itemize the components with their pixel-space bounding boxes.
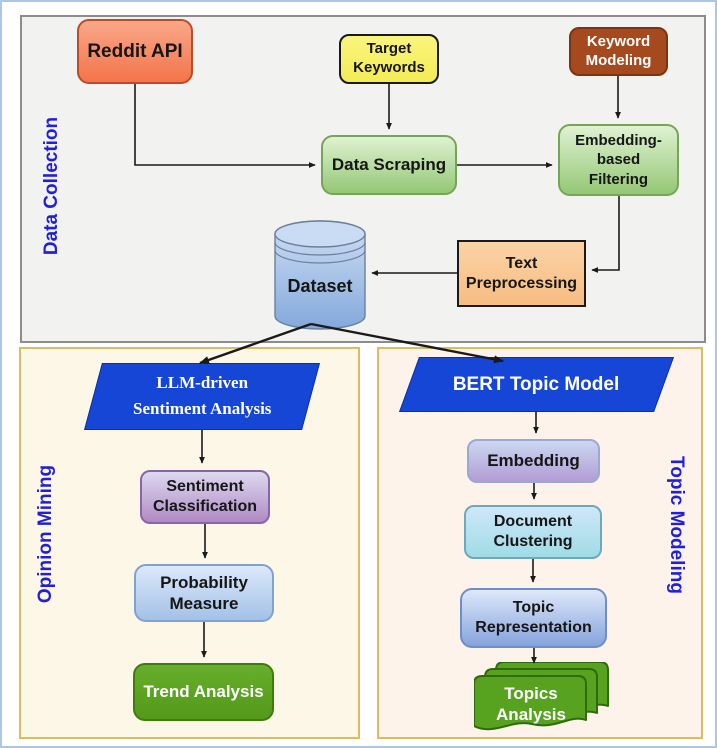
topics-analysis-label: Topics Analysis	[496, 683, 566, 724]
node-keyword-modeling: Keyword Modeling	[569, 27, 668, 76]
node-topic-representation: Topic Representation	[460, 588, 607, 648]
node-dataset: Dataset	[274, 220, 366, 330]
node-embedding-based-filtering: Embedding- based Filtering	[558, 124, 679, 196]
llm-sentiment-label: LLM-driven Sentiment Analysis	[132, 373, 272, 419]
database-cylinder-icon	[274, 220, 366, 330]
data-collection-label: Data Collection	[41, 116, 62, 256]
dataset-label: Dataset	[287, 276, 353, 296]
node-target-keywords: Target Keywords	[339, 34, 439, 84]
node-document-clustering: Document Clustering	[464, 505, 602, 559]
opinion-mining-label: Opinion Mining	[35, 464, 56, 604]
node-topics-analysis	[473, 661, 616, 740]
node-probability-measure: Probability Measure	[134, 564, 274, 622]
bert-topic-model-label: BERT Topic Model	[453, 373, 620, 395]
node-embedding: Embedding	[467, 439, 600, 483]
stacked-documents-icon	[473, 661, 609, 731]
node-text-preprocessing: Text Preprocessing	[457, 240, 586, 307]
node-data-scraping: Data Scraping	[321, 135, 457, 195]
topic-modeling-label: Topic Modeling	[666, 456, 687, 594]
node-bert-topic-model: BERT Topic Model	[398, 357, 675, 412]
node-llm-sentiment-analysis: LLM-driven Sentiment Analysis	[84, 363, 320, 430]
node-reddit-api: Reddit API	[77, 19, 193, 84]
node-sentiment-classification: Sentiment Classification	[140, 470, 270, 524]
node-trend-analysis: Trend Analysis	[133, 663, 274, 721]
